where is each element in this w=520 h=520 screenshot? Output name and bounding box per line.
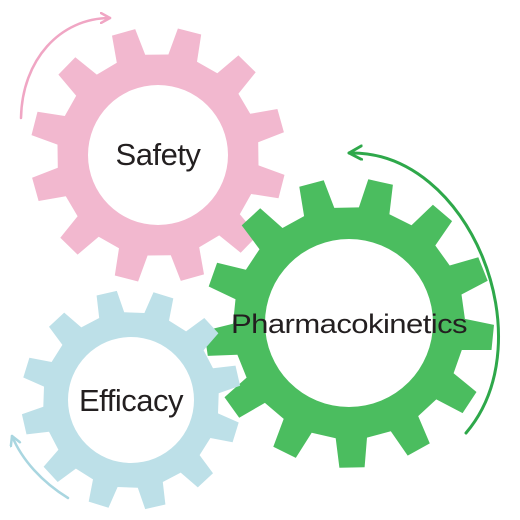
pharmacokinetics-rotation-arrow [347,153,500,435]
safety-rotation-arrow [19,18,112,120]
efficacy-gear [21,290,241,510]
safety-gear [31,28,285,282]
pharmacokinetics-gear [204,179,494,468]
efficacy-rotation-arrow [12,434,70,500]
safety-label: Safety [116,137,202,172]
efficacy-label: Efficacy [79,383,184,418]
pharmacokinetics-label: Pharmacokinetics [231,309,467,339]
